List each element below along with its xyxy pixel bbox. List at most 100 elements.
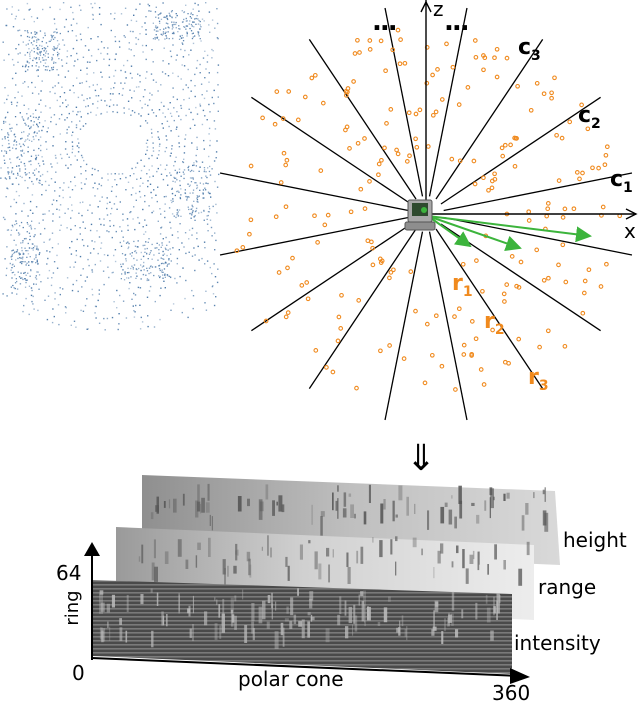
scan-point <box>159 233 162 235</box>
scan-point <box>19 175 21 177</box>
scan-point <box>100 99 103 101</box>
scan-point <box>83 99 85 102</box>
scan-point <box>28 285 31 287</box>
scatter-point <box>284 157 290 163</box>
texture-mark <box>396 627 400 633</box>
scatter-point <box>424 80 430 86</box>
scatter-point <box>324 365 329 370</box>
scan-point <box>58 43 60 45</box>
scan-point <box>92 18 94 20</box>
scatter-point <box>571 206 577 212</box>
scan-point <box>31 37 33 39</box>
scan-point <box>175 156 177 158</box>
texture-mark <box>261 546 263 551</box>
scan-point <box>177 231 179 233</box>
texture-mark <box>477 551 480 571</box>
scan-point <box>217 96 219 98</box>
scan-point <box>27 125 30 127</box>
scan-point <box>199 105 202 107</box>
scan-point <box>20 138 22 140</box>
scan-point <box>139 81 141 83</box>
scan-point <box>202 109 205 112</box>
scan-point <box>20 277 22 279</box>
scan-point <box>130 114 132 116</box>
texture-mark <box>448 509 453 525</box>
scan-point <box>162 2 164 4</box>
scan-point <box>164 273 166 275</box>
scan-point <box>44 227 46 230</box>
scan-point <box>170 260 172 262</box>
scan-point <box>82 56 85 58</box>
scan-point <box>28 247 31 249</box>
scan-point <box>181 34 183 37</box>
scan-point <box>52 68 54 71</box>
texture-mark <box>271 592 273 609</box>
texture-mark <box>326 547 330 557</box>
scan-point <box>149 92 151 94</box>
scan-point <box>146 296 149 298</box>
scan-point <box>62 102 64 104</box>
scan-point <box>131 265 133 267</box>
scan-point <box>164 150 166 153</box>
scan-point <box>205 189 207 191</box>
scan-point <box>13 265 15 267</box>
scan-point <box>173 165 175 167</box>
scan-point <box>72 18 75 20</box>
scan-point <box>4 218 6 221</box>
scan-point <box>70 253 73 255</box>
scan-point <box>135 272 137 274</box>
scan-point <box>166 17 168 20</box>
scan-point <box>20 221 23 224</box>
scan-point <box>195 23 197 25</box>
scan-point <box>162 112 164 114</box>
scan-point <box>13 287 15 289</box>
scan-point <box>119 178 122 180</box>
scan-point <box>20 154 22 156</box>
scan-point <box>99 200 101 202</box>
scan-point <box>49 238 51 240</box>
scan-point <box>40 50 42 53</box>
scan-point <box>29 57 31 60</box>
scan-point <box>52 213 54 215</box>
scan-point <box>2 293 4 295</box>
scan-point <box>125 176 127 179</box>
scan-point <box>196 187 198 190</box>
scan-point <box>130 19 133 22</box>
scan-point <box>86 328 88 330</box>
scatter-point <box>345 86 351 91</box>
scan-point <box>175 59 177 61</box>
scan-point <box>101 177 103 179</box>
scan-point <box>170 174 172 176</box>
scan-point <box>133 14 135 16</box>
scan-point <box>169 155 172 157</box>
scan-point <box>0 167 2 169</box>
scan-point <box>43 65 45 67</box>
scan-point <box>83 244 85 247</box>
scan-point <box>112 104 115 106</box>
scan-point <box>126 59 129 62</box>
texture-mark <box>271 603 273 620</box>
scan-point <box>176 257 179 260</box>
scan-point <box>186 25 188 27</box>
scan-point <box>187 196 189 198</box>
scatter-point <box>549 95 554 101</box>
scan-point <box>160 227 162 229</box>
scan-point <box>186 35 188 37</box>
scan-point <box>209 174 212 176</box>
scan-point <box>217 84 219 86</box>
scan-point <box>160 173 163 175</box>
scan-point <box>46 148 48 150</box>
scan-point <box>33 235 35 238</box>
scan-point <box>152 79 155 81</box>
cone-line <box>435 228 544 389</box>
scatter-point <box>486 187 491 193</box>
scan-point <box>70 24 73 26</box>
scatter-point <box>318 168 324 173</box>
scan-point <box>185 195 187 198</box>
scan-point <box>10 205 12 208</box>
scan-point <box>19 261 21 264</box>
texture-mark <box>406 496 409 516</box>
scan-point <box>151 49 153 51</box>
scan-point <box>41 156 43 158</box>
scan-point <box>108 64 110 67</box>
